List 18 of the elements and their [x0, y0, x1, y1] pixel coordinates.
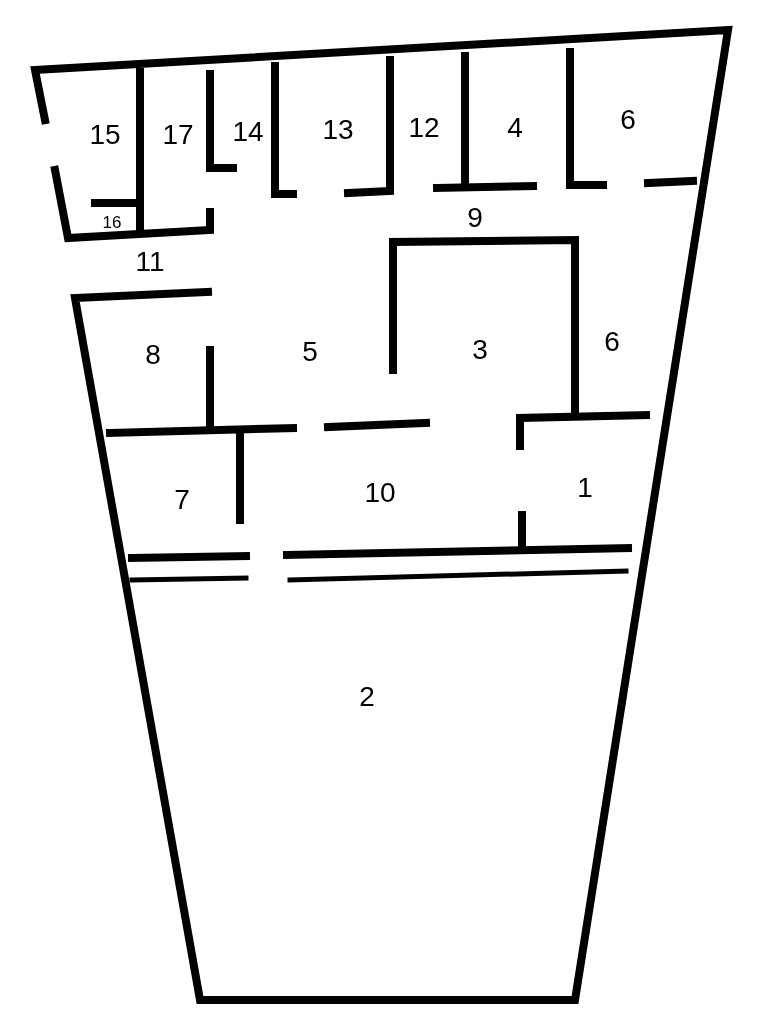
room-number: 16 — [102, 213, 122, 231]
room-number: 11 — [135, 248, 165, 276]
room-number: 2 — [359, 683, 375, 711]
room-number: 17 — [162, 121, 194, 149]
room-number: 3 — [472, 336, 488, 364]
room-number: 13 — [322, 116, 354, 144]
room-number: 4 — [507, 114, 523, 142]
room-number: 8 — [145, 341, 161, 369]
room-number: 15 — [89, 121, 121, 149]
room-number: 6 — [604, 328, 620, 356]
room-number: 12 — [408, 114, 440, 142]
room-number: 10 — [364, 479, 396, 507]
room-number: 7 — [174, 486, 190, 514]
room-number: 6 — [620, 106, 636, 134]
room-number: 1 — [577, 474, 593, 502]
room-number: 14 — [232, 118, 264, 146]
room-number: 9 — [467, 204, 483, 232]
room-number: 5 — [302, 338, 318, 366]
